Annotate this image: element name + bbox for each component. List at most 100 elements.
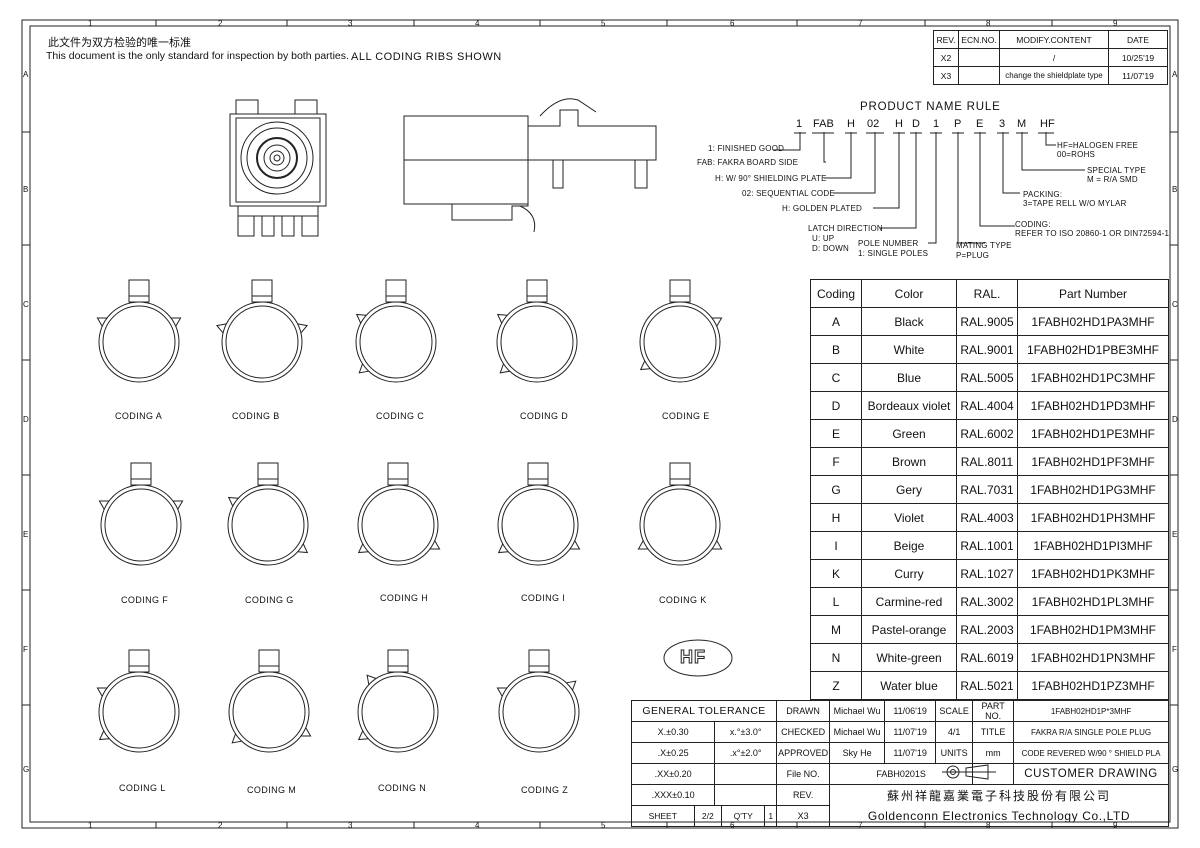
file-number: FABH0201S — [829, 763, 974, 785]
coding-view-glyph — [496, 649, 580, 753]
drawing-title-line2: CODE REVERED W/90 ° SHIELD PLA — [1013, 742, 1169, 764]
coding-cell: E — [810, 419, 862, 448]
coding-cell: C — [810, 363, 862, 392]
code-segment: H — [847, 118, 855, 130]
color-cell: Carmine-red — [861, 587, 957, 616]
color-cell: Green — [861, 419, 957, 448]
coding-view-glyph — [227, 462, 309, 566]
zone-left-b: B — [23, 185, 29, 194]
zone-top-5: 5 — [601, 19, 606, 28]
coding-m-label: CODING M — [247, 785, 297, 795]
inspection-note-cn: 此文件为双方检验的唯一标准 — [48, 36, 191, 49]
zone-top-9: 9 — [1113, 19, 1118, 28]
drawn-date: 11/06'19 — [884, 700, 937, 722]
rule-note-mating-plug: P=PLUG — [956, 251, 989, 260]
scale-value: 4/1 — [935, 721, 974, 743]
part-number-cell: 1FABH02HD1PA3MHF — [1017, 307, 1169, 336]
coding-view-glyph — [639, 279, 723, 383]
coding-e-label: CODING E — [662, 411, 710, 421]
rev-header-rev: REV. — [933, 30, 959, 49]
ral-cell: RAL.1001 — [956, 531, 1018, 560]
zone-right-b: B — [1172, 185, 1178, 194]
rule-note-golden-plated: H: GOLDEN PLATED — [782, 204, 862, 213]
zone-bottom-3: 3 — [348, 821, 353, 830]
part-number-cell: 1FABH02HD1PI3MHF — [1017, 531, 1169, 560]
zone-left-e: E — [23, 530, 29, 539]
code-segment: 3 — [999, 118, 1006, 130]
coding-cell: I — [810, 531, 862, 560]
checked-date: 11/07'19 — [884, 721, 937, 743]
inspection-note-en: This document is the only standard for i… — [46, 50, 349, 62]
zone-right-e: E — [1172, 530, 1178, 539]
qty-value: 1 — [768, 811, 774, 821]
part-number-cell: 1FABH02HD1PN3MHF — [1017, 643, 1169, 672]
color-cell: Black — [861, 307, 957, 336]
part-number-cell: 1FABH02HD1PD3MHF — [1017, 391, 1169, 420]
side-view-drawing — [403, 98, 657, 233]
header-color: Color — [861, 279, 957, 308]
checked-name: Michael Wu — [829, 721, 886, 743]
tol-linear-1: .X±0.25 — [630, 742, 716, 764]
revision-table: REV. ECN.NO. MODIFY.CONTENT DATE X2 / 10… — [933, 30, 1168, 85]
color-cell: White — [861, 335, 957, 364]
coding-cell: Z — [810, 671, 862, 700]
rev-header-date: DATE — [1108, 30, 1168, 49]
zone-top-3: 3 — [348, 19, 353, 28]
approved-name: Sky He — [829, 742, 886, 764]
company-name-en: Goldenconn Electronics Technology Co.,LT… — [867, 808, 1131, 823]
scale-label: SCALE — [935, 700, 974, 722]
part-no-label: PART NO. — [972, 700, 1015, 722]
coding-n-label: CODING N — [378, 783, 427, 793]
ral-cell: RAL.6002 — [956, 419, 1018, 448]
coding-ribs-note: ALL CODING RIBS SHOWN — [351, 51, 502, 63]
coding-z-label: CODING Z — [521, 785, 569, 795]
coding-h-label: CODING H — [380, 593, 429, 603]
header-coding: Coding — [810, 279, 862, 308]
code-segment: P — [954, 118, 962, 130]
color-cell: White-green — [861, 643, 957, 672]
zone-right-f: F — [1172, 645, 1178, 654]
header-part-number: Part Number — [1017, 279, 1169, 308]
code-segment: H — [895, 118, 903, 130]
date-cell: 11/07'19 — [1108, 66, 1168, 85]
tol-linear-0: X.±0.30 — [630, 721, 716, 743]
rev-cell: X3 — [933, 66, 959, 85]
tol-linear-3: .XXX±0.10 — [630, 784, 716, 806]
part-number-cell: 1FABH02HD1PBE3MHF — [1017, 335, 1169, 364]
ral-cell: RAL.9005 — [956, 307, 1018, 336]
coding-k-label: CODING K — [659, 595, 707, 605]
part-number-cell: 1FABH02HD1PC3MHF — [1017, 363, 1169, 392]
zone-right-d: D — [1172, 415, 1178, 424]
part-number-cell: 1FABH02HD1PF3MHF — [1017, 447, 1169, 476]
zone-top-4: 4 — [475, 19, 480, 28]
qty-label: Q'TY — [721, 806, 766, 826]
ral-cell: RAL.4004 — [956, 391, 1018, 420]
coding-view-glyph — [215, 279, 309, 383]
coding-view-glyph — [496, 279, 578, 383]
drawing-title-line1: FAKRA R/A SINGLE POLE PLUG — [1013, 721, 1169, 743]
rule-note-hf-rohs: 00=ROHS — [1057, 150, 1096, 159]
coding-view-glyph — [637, 462, 723, 566]
company-name-cn: 蘇州祥龍嘉業電子科技股份有限公司 — [887, 788, 1112, 803]
coding-view-glyph — [355, 279, 437, 383]
coding-a-label: CODING A — [115, 411, 163, 421]
ral-cell: RAL.9001 — [956, 335, 1018, 364]
zone-top-8: 8 — [986, 19, 991, 28]
coding-view-glyph — [228, 649, 312, 753]
zone-top-7: 7 — [858, 19, 863, 28]
zone-top-6: 6 — [730, 19, 735, 28]
ral-cell: RAL.2003 — [956, 615, 1018, 644]
color-cell: Gery — [861, 475, 957, 504]
tol-angular-3 — [714, 784, 778, 806]
color-cell: Water blue — [861, 671, 957, 700]
part-number-cell: 1FABH02HD1PL3MHF — [1017, 587, 1169, 616]
